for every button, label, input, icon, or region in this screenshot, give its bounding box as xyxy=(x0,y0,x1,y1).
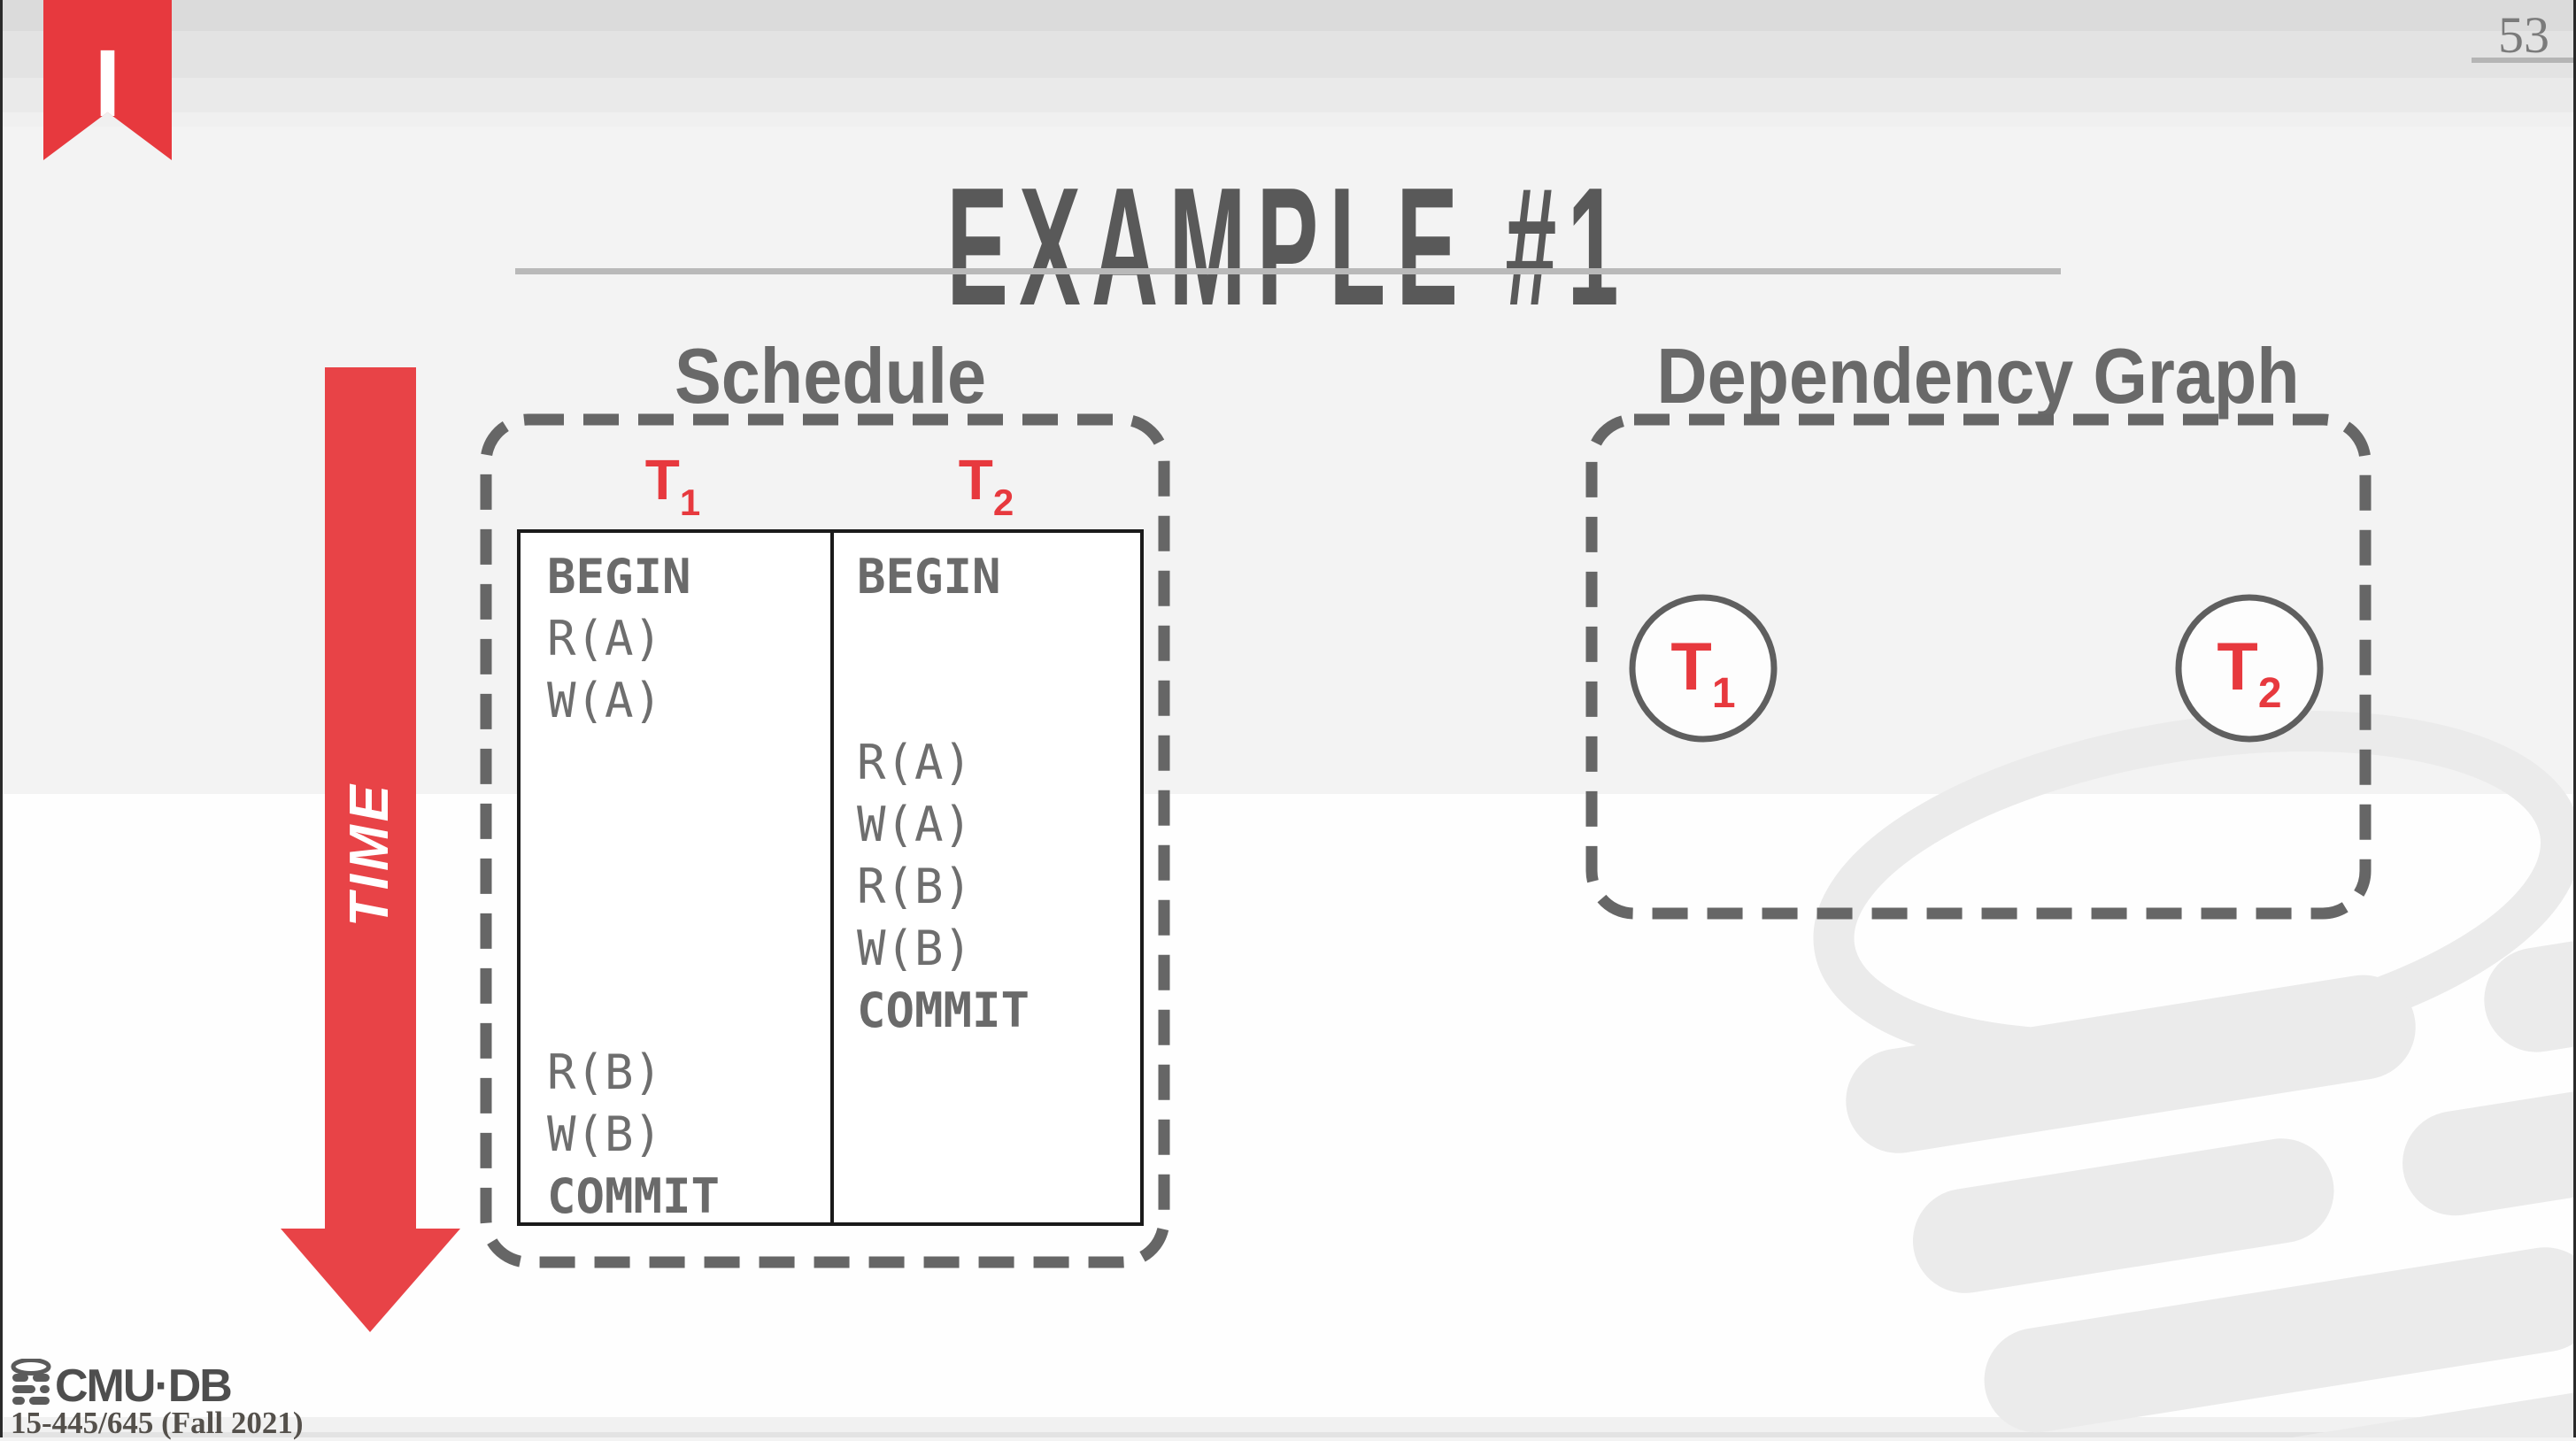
op-cell-t2 xyxy=(830,1042,1140,1104)
op-cell-t2: COMMIT xyxy=(857,982,1030,1038)
op-cell-t1 xyxy=(521,794,830,856)
op-cell-t2 xyxy=(830,608,1140,670)
table-row: R(A) xyxy=(521,732,1140,794)
op-cell-t1: W(A) xyxy=(547,673,663,728)
op-cell-t1 xyxy=(521,732,830,794)
table-row: R(A) xyxy=(521,608,1140,670)
deck-edge-band-1 xyxy=(0,0,2576,31)
table-row: R(B) xyxy=(521,1042,1140,1104)
op-cell-t1: COMMIT xyxy=(547,1168,721,1224)
op-cell-t2: W(A) xyxy=(857,797,973,852)
deck-edge-band-4 xyxy=(0,112,2576,127)
window-edge-right xyxy=(2573,0,2576,1437)
footer-strip-edge xyxy=(0,1432,2576,1437)
schedule-dashed-box xyxy=(480,413,1170,1268)
op-cell-t2 xyxy=(830,670,1140,732)
table-row: W(A) xyxy=(521,670,1140,732)
time-arrow-label: TIME xyxy=(339,781,400,928)
op-cell-t2: BEGIN xyxy=(857,549,1001,605)
schedule-table: BEGIN BEGIN R(A) W(A) R(A) W(A) R(B) W(B)… xyxy=(517,529,1144,1226)
table-row: BEGIN BEGIN xyxy=(521,546,1140,608)
graph-node-t1-circle xyxy=(1629,594,1778,743)
graph-node-t1-label: T1 xyxy=(1670,629,1736,717)
op-cell-t1 xyxy=(521,856,830,918)
op-cell-t1: R(A) xyxy=(547,611,663,667)
schedule-column-header-t2: T2 xyxy=(958,448,1014,523)
slide-background-gray xyxy=(0,127,2576,794)
table-row: COMMIT xyxy=(521,1166,1140,1228)
op-cell-t1 xyxy=(521,918,830,980)
dependency-graph-heading: Dependency Graph xyxy=(1656,332,2300,420)
graph-node-t2-label: T2 xyxy=(2217,629,2282,717)
table-row: W(B) xyxy=(521,1104,1140,1166)
cmu-db-logo-text: CMU·DB xyxy=(55,1360,233,1412)
op-cell-t2 xyxy=(830,1104,1140,1166)
op-cell-t1 xyxy=(521,980,830,1042)
op-cell-t2: R(B) xyxy=(857,859,973,914)
table-row: R(B) xyxy=(521,856,1140,918)
op-cell-t2: R(A) xyxy=(857,735,973,790)
deck-edge-band-2 xyxy=(0,31,2576,78)
time-arrow xyxy=(281,367,460,1332)
op-cell-t1: R(B) xyxy=(547,1044,663,1100)
op-cell-t2 xyxy=(830,1166,1140,1228)
schedule-column-header-t1: T1 xyxy=(644,448,701,523)
slide-title: EXAMPLE #1 xyxy=(946,153,1630,341)
cmu-db-logo-icon xyxy=(11,1359,51,1405)
title-underline xyxy=(515,268,2061,274)
schedule-heading: Schedule xyxy=(674,332,987,420)
table-row: W(A) xyxy=(521,794,1140,856)
dependency-dashed-box xyxy=(1585,413,2372,920)
table-row: COMMIT xyxy=(521,980,1140,1042)
window-edge-left xyxy=(0,0,3,1437)
deck-edge-band-3 xyxy=(0,78,2576,112)
page-number: 53 xyxy=(2498,6,2549,64)
schedule-column-divider xyxy=(830,529,834,1226)
footer-strip xyxy=(0,1417,2576,1432)
course-label: 15-445/645 (Fall 2021) xyxy=(11,1406,304,1440)
op-cell-t2: W(B) xyxy=(857,921,973,976)
op-cell-t1: W(B) xyxy=(547,1106,663,1162)
page-number-underline xyxy=(2472,58,2573,63)
table-row: W(B) xyxy=(521,918,1140,980)
graph-node-t2-circle xyxy=(2175,594,2324,743)
op-cell-t1: BEGIN xyxy=(547,549,691,605)
